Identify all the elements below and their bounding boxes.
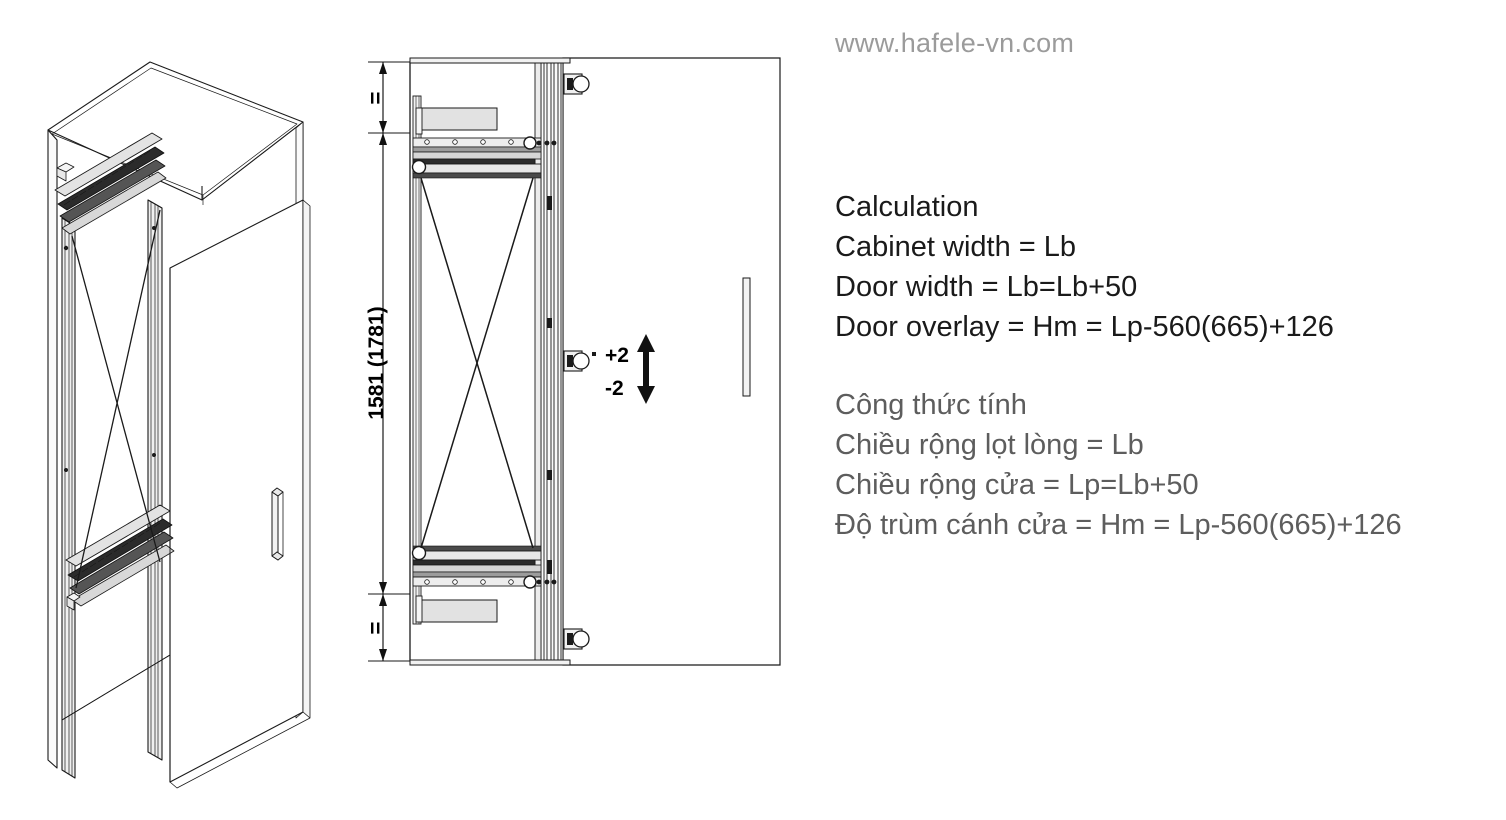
cabinet-bottom-shelf xyxy=(61,540,171,721)
door-bracket-bottom xyxy=(563,628,590,650)
tolerance-plus-label: +2 xyxy=(605,344,629,367)
soft-close-unit-bottom xyxy=(420,599,498,623)
cabinet-side-panel xyxy=(47,129,58,769)
isometric-cabinet-view xyxy=(0,0,370,820)
inner-frame-posts xyxy=(412,95,422,625)
cabinet-edge-strips xyxy=(409,57,571,666)
text-panel: www.hafele-vn.com Calculation Cabinet wi… xyxy=(835,28,1495,542)
calculation-line-door-width: Door width = Lb=Lb+50 xyxy=(835,271,1138,303)
profile-detail-marks xyxy=(547,196,596,574)
roller-bearings-bottom xyxy=(411,545,537,589)
equal-mark-top: = xyxy=(363,92,388,105)
door-panel-section xyxy=(562,57,781,666)
calculation-heading: Calculation xyxy=(835,191,979,223)
soft-close-unit xyxy=(420,107,498,131)
door-bracket-top xyxy=(563,73,590,95)
door-bracket-middle xyxy=(563,350,590,372)
side-section-view: 1581 (1781) = = +2 -2 xyxy=(355,0,825,820)
calculation-block-en: Calculation Cabinet width = Lb Door widt… xyxy=(835,187,1495,347)
cross-brace-section xyxy=(420,177,534,549)
door-handle xyxy=(271,487,284,561)
bottom-rail-assembly xyxy=(65,504,175,611)
tolerance-arrow xyxy=(637,334,655,404)
calculation-block-vi: Công thức tính Chiều rộng lọt lòng = Lb … xyxy=(835,385,1495,545)
tolerance-minus-label: -2 xyxy=(605,377,624,400)
bottom-rail-assembly-section xyxy=(411,545,557,623)
rail-fixing-holes xyxy=(424,139,514,145)
top-rail-assembly-section xyxy=(411,107,557,179)
pullout-right-post xyxy=(147,199,163,761)
cross-brace-wires xyxy=(71,209,161,589)
height-dimension-label: 1581 (1781) xyxy=(365,306,388,419)
rail-fixing-holes-bottom xyxy=(424,579,514,585)
calculation-line-cabinet-width: Cabinet width = Lb xyxy=(835,231,1077,263)
equal-mark-bottom: = xyxy=(363,622,388,635)
door-handle-section xyxy=(742,277,751,397)
cabinet-door-panel xyxy=(169,199,311,789)
website-url[interactable]: www.hafele-vn.com xyxy=(835,28,1075,58)
calculation-line-door-width-vi: Chiều rộng cửa = Lp=Lb+50 xyxy=(835,469,1199,501)
roller-bearings-top xyxy=(411,136,537,175)
post-roller-marks xyxy=(63,226,156,472)
height-dimension-group xyxy=(368,61,417,662)
calculation-line-cabinet-width-vi: Chiều rộng lọt lòng = Lb xyxy=(835,429,1144,461)
calculation-line-door-overlay: Door overlay = Hm = Lp-560(665)+126 xyxy=(835,311,1334,343)
top-rail-assembly xyxy=(54,132,167,235)
pullout-left-post xyxy=(61,217,76,779)
calculation-heading-vi: Công thức tính xyxy=(835,389,1027,421)
calculation-line-door-overlay-vi: Độ trùm cánh cửa = Hm = Lp-560(665)+126 xyxy=(835,509,1402,541)
